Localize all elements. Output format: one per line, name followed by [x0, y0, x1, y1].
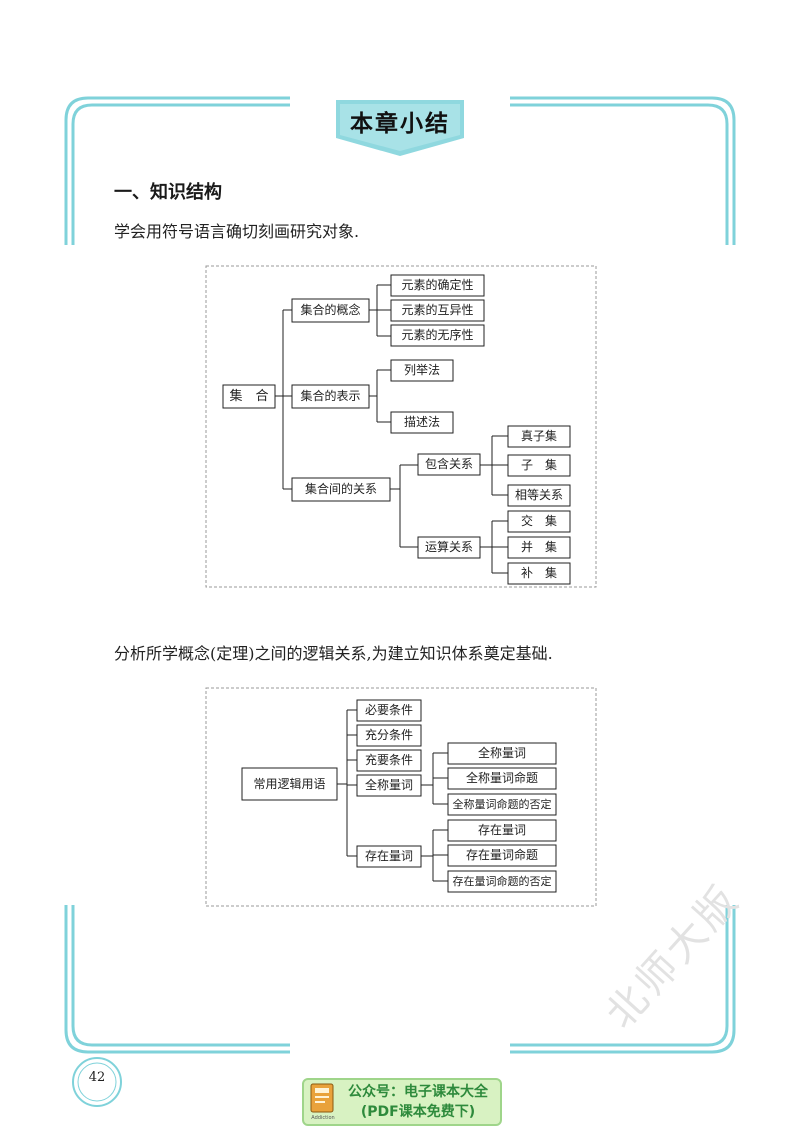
set-representation-node: 集合的表示: [300, 389, 361, 403]
operation-item-node: 交 集: [520, 514, 557, 528]
inclusion-item-node: 真子集: [520, 429, 557, 443]
paragraph-2: 分析所学概念(定理)之间的逻辑关系,为建立知识体系奠定基础.: [114, 644, 553, 663]
banner-line-1: 公众号：电子课本大全: [348, 1084, 488, 1100]
book-icon-caption: Addiction: [311, 1115, 335, 1121]
book-icon: [310, 1083, 334, 1113]
paragraph-1: 学会用符号语言确切刻画研究对象.: [114, 222, 360, 241]
existential-item-node: 存在量词命题: [465, 848, 538, 862]
logic-item-node: 充分条件: [364, 728, 413, 742]
operation-item-node: 补 集: [520, 566, 557, 580]
logic-item-node: 必要条件: [364, 703, 413, 717]
set-relations-node: 集合间的关系: [304, 482, 377, 496]
inclusion-node: 包含关系: [424, 457, 473, 471]
representation-item-node: 列举法: [403, 363, 440, 377]
banner-line-2: (PDF课本免费下): [360, 1104, 476, 1120]
existential-item-node: 存在量词命题的否定: [452, 875, 552, 888]
concept-item-node: 元素的互异性: [401, 303, 474, 317]
inclusion-item-node: 子 集: [520, 458, 557, 472]
logic-item-node: 存在量词: [364, 849, 413, 863]
chapter-summary-title: 本章小结: [350, 111, 450, 137]
representation-item-node: 描述法: [403, 415, 440, 429]
operation-node: 运算关系: [424, 540, 473, 554]
concept-item-node: 元素的无序性: [401, 328, 474, 342]
existential-item-node: 存在量词: [477, 823, 526, 837]
set-concept-node: 集合的概念: [300, 303, 361, 317]
page-number-badge: [72, 1057, 122, 1107]
universal-item-node: 全称量词命题的否定: [452, 798, 552, 811]
concept-item-node: 元素的确定性: [401, 278, 474, 292]
footer-banner: [302, 1078, 502, 1126]
logic-root-node: 常用逻辑用语: [253, 777, 326, 791]
operation-item-node: 并 集: [520, 540, 557, 554]
logic-item-node: 全称量词: [364, 778, 413, 792]
universal-item-node: 全称量词: [477, 746, 526, 760]
set-root-node: 集 合: [229, 389, 269, 404]
section-heading: 一、知识结构: [114, 182, 222, 203]
universal-item-node: 全称量词命题: [465, 771, 538, 785]
inclusion-item-node: 相等关系: [514, 488, 563, 502]
logic-item-node: 充要条件: [364, 753, 413, 767]
page-number: 42: [88, 1070, 106, 1085]
